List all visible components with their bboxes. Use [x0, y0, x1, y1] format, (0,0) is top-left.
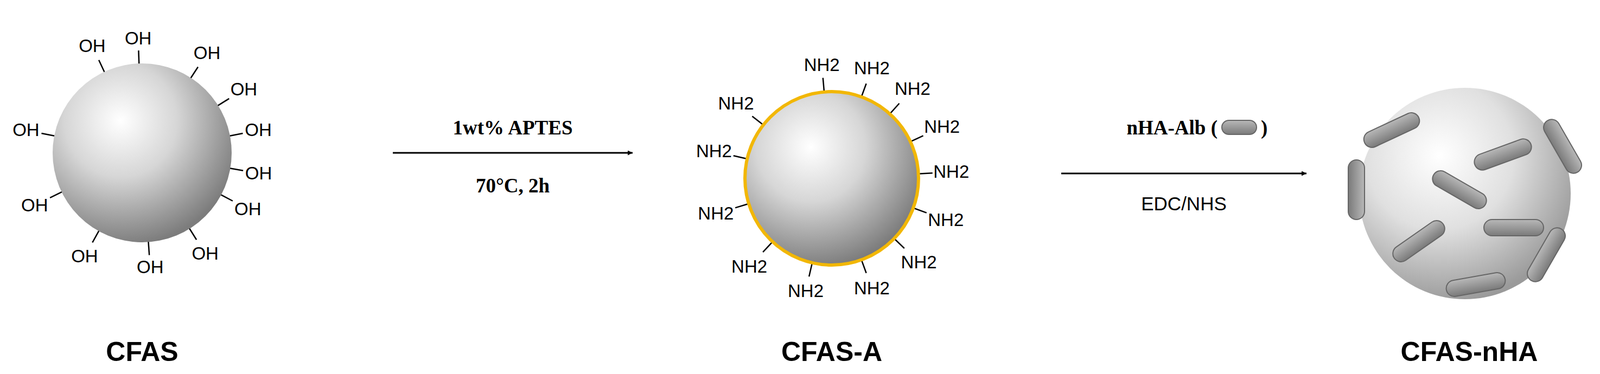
amine-group: NH2: [804, 54, 840, 75]
coated-sphere: [744, 91, 919, 266]
hydroxyl-group: OH: [234, 199, 262, 220]
amine-group: NH2: [718, 93, 755, 114]
hydroxyl-group: OH: [191, 243, 219, 264]
nha-rod: [1471, 136, 1534, 173]
hydroxyl-group: OH: [244, 119, 272, 140]
bond-stick: [188, 227, 197, 240]
hydroxyl-group: OH: [71, 246, 99, 267]
bond-stick: [217, 98, 229, 107]
particle-node: CFAS-nHA: [1306, 5, 1595, 372]
bond-stick: [220, 194, 233, 202]
amine-group: NH2: [787, 281, 824, 302]
amine-group: NH2: [697, 203, 734, 224]
hydroxyl-group: OH: [21, 195, 49, 216]
amine-group: NH2: [927, 209, 964, 231]
sphere: [1359, 87, 1571, 300]
coupling-label: EDC/NHS: [1140, 193, 1227, 215]
amine-group: NH2: [853, 58, 890, 79]
amine-group: NH2: [901, 252, 937, 273]
bond-stick: [137, 50, 140, 65]
bond-stick: [41, 133, 56, 137]
bond-stick: [190, 66, 199, 79]
nha-rod: [1540, 116, 1585, 177]
bond-stick: [92, 230, 100, 244]
nha-rod: [1361, 110, 1423, 151]
nha-rod: [1524, 225, 1569, 285]
bond-sticks: [41, 50, 933, 277]
sphere: [52, 63, 232, 243]
reaction-arrow: [392, 152, 633, 155]
bond-stick: [49, 191, 63, 198]
hydroxyl-group: OH: [78, 35, 106, 56]
nha-rod: [1429, 168, 1490, 213]
particle-name: CFAS-A: [781, 336, 883, 368]
hydroxyl-group: OH: [245, 163, 273, 184]
amine-group: NH2: [923, 116, 960, 137]
hydroxyl-group: OH: [136, 257, 164, 278]
reagent-label: nHA-Alb (: [1126, 116, 1218, 139]
particle-name: CFAS-nHA: [1400, 336, 1539, 368]
particle-node: CFAS-A: [632, 5, 1062, 372]
reaction-arrow: [1061, 173, 1307, 175]
amine-group: NH2: [894, 78, 931, 99]
condition-label: 70°C, 2h: [475, 174, 550, 197]
nha-rods: [1348, 110, 1585, 298]
nha-rod: [1348, 160, 1365, 220]
bond-stick: [148, 241, 150, 256]
hydroxyl-group: OH: [193, 42, 221, 63]
hydroxyl-group: OH: [12, 119, 40, 140]
bond-stick: [229, 168, 244, 171]
amine-group: NH2: [853, 278, 890, 299]
amine-group: NH2: [731, 256, 768, 277]
nha-rod: [1389, 217, 1448, 266]
particle-name: CFAS: [105, 336, 178, 368]
hydroxyl-group: OH: [124, 28, 152, 49]
nha-rod: [1483, 219, 1544, 237]
hydroxyl-group: OH: [230, 79, 258, 100]
amine-group: NH2: [933, 161, 970, 182]
amine-group: NH2: [696, 141, 732, 162]
nha-rod: [1444, 271, 1507, 299]
reagent-label: 1wt% APTES: [452, 116, 573, 139]
bond-stick: [98, 60, 105, 74]
rod-symbol: [1221, 120, 1257, 135]
bond-stick: [228, 133, 244, 137]
bracket-label: ): [1260, 116, 1268, 139]
